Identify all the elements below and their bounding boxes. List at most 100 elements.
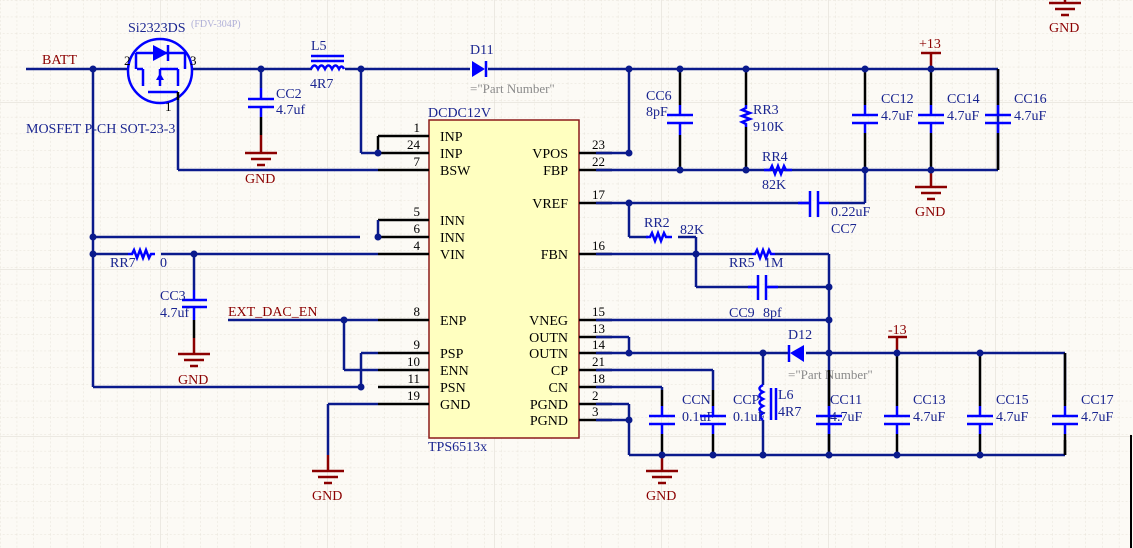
capacitor-cc3[interactable]: [182, 254, 207, 353]
junction-dot: [861, 166, 869, 174]
pin-number: 16: [592, 238, 606, 253]
junction-dot: [357, 383, 365, 391]
cc17-ref: CC17: [1081, 393, 1114, 408]
cc17-value: 4.7uF: [1081, 410, 1114, 425]
pin-number: 1: [414, 120, 421, 135]
capacitor-cc7[interactable]: [798, 191, 829, 217]
pin-number: 22: [592, 154, 605, 169]
junction-dot: [257, 65, 265, 73]
capacitor-cc17[interactable]: CC17 4.7uF: [1052, 353, 1114, 455]
cc14-ref: CC14: [947, 92, 980, 107]
pin-name: FBN: [541, 248, 568, 263]
capacitor-cc9[interactable]: [748, 275, 778, 300]
pin-number: 23: [592, 137, 605, 152]
ground-icon: [312, 469, 344, 485]
pin-number: 5: [414, 204, 421, 219]
rr4-value: 82K: [762, 178, 786, 193]
junction-dot: [976, 451, 984, 459]
capacitor-cc6[interactable]: [667, 69, 693, 170]
junction-dot: [89, 250, 97, 258]
ic-body[interactable]: [428, 119, 580, 439]
rr7-value: 0: [160, 256, 167, 271]
junction-dot: [742, 166, 750, 174]
resistor-rr4[interactable]: [764, 162, 792, 178]
mosfet-description: MOSFET P-CH SOT-23-3: [26, 122, 175, 137]
pin-name: INN: [440, 214, 465, 229]
cc15-ref: CC15: [996, 393, 1029, 408]
d12-part: ="Part Number": [788, 367, 873, 382]
net-label-ext-dac-en[interactable]: EXT_DAC_EN: [228, 305, 317, 320]
pin-name: CP: [551, 364, 568, 379]
resistor-rr2[interactable]: [646, 229, 672, 245]
cc7-value: 0.22uF: [831, 205, 871, 220]
cc7-ref: CC7: [831, 222, 857, 237]
net-label-plus13: +13: [919, 37, 941, 52]
pin-number: 19: [407, 388, 420, 403]
inductor-l5[interactable]: [309, 54, 346, 72]
pin-name: INN: [440, 231, 465, 246]
l6-value: 4R7: [778, 405, 801, 420]
pin-number: 21: [592, 354, 605, 369]
diode-d11[interactable]: [472, 61, 488, 77]
net-label-gnd: GND: [915, 205, 945, 220]
net-label-batt: BATT: [42, 53, 77, 68]
pin-name: PSN: [440, 381, 466, 396]
rr7-ref: RR7: [110, 256, 136, 271]
cc14-value: 4.7uF: [947, 109, 980, 124]
net-label-gnd: GND: [245, 172, 275, 187]
pin-name: VIN: [440, 248, 465, 263]
l6-ref: L6: [778, 388, 794, 403]
junction-dot: [190, 250, 198, 258]
resistor-rr7[interactable]: [128, 246, 155, 262]
l5-value: 4R7: [310, 77, 333, 92]
ccp-ref: CCP: [733, 393, 760, 408]
resistor-rr3[interactable]: [738, 69, 754, 170]
cc16-ref: CC16: [1014, 92, 1047, 107]
pin-number: 24: [407, 137, 421, 152]
pin-name: INP: [440, 130, 463, 145]
pin-number: 11: [407, 371, 420, 386]
junction-dot: [825, 451, 833, 459]
capacitor-cc14[interactable]: CC14 4.7uF: [918, 69, 980, 170]
junction-dot: [861, 65, 869, 73]
junction-dots: [89, 65, 984, 459]
pin-number: 10: [407, 354, 420, 369]
inductor-l6[interactable]: [758, 383, 778, 421]
pin-number: 8: [414, 304, 421, 319]
top-rail-wires: [26, 67, 998, 389]
ground-icon: [178, 352, 210, 368]
net-label-gnd: GND: [646, 489, 676, 504]
junction-dot: [625, 416, 633, 424]
junction-dot: [742, 65, 750, 73]
diode-d12[interactable]: [787, 345, 804, 362]
pin-number: 4: [414, 238, 421, 253]
junction-dot: [692, 250, 700, 258]
pin-name: GND: [440, 398, 470, 413]
mosfet-q1[interactable]: [126, 37, 194, 105]
resistor-rr5[interactable]: [752, 246, 775, 262]
capacitor-cc2[interactable]: [248, 69, 274, 152]
rr4-ref: RR4: [762, 150, 788, 165]
